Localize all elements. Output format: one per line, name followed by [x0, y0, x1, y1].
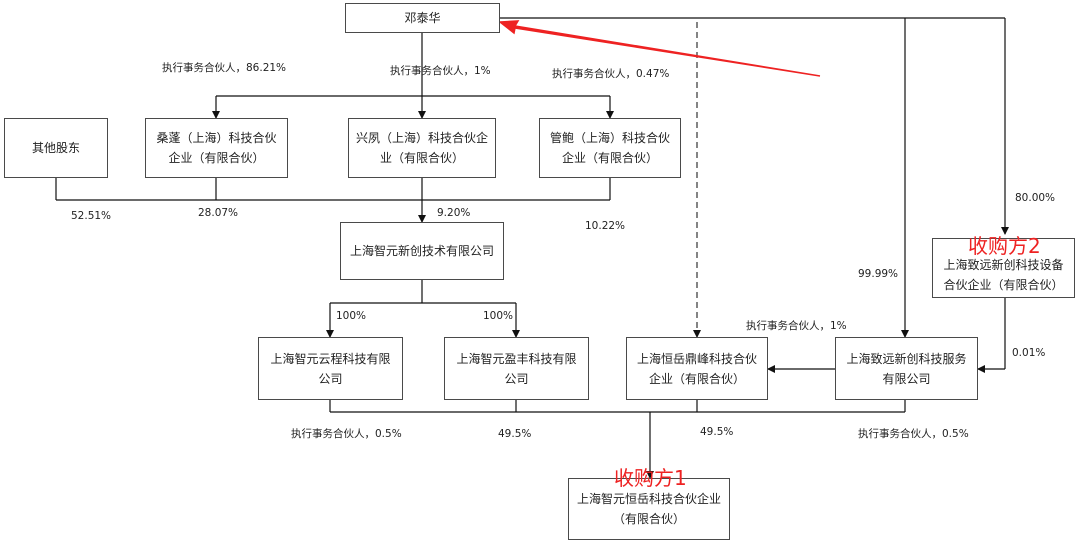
- node-zhiyuan-xinchuang-equipment: 上海致远新创科技设备合伙企业（有限合伙）: [932, 238, 1075, 298]
- node-zhiyuan-xinchuang: 上海智元新创技术有限公司: [340, 222, 504, 280]
- annotation-acquirer-1: 收购方1: [614, 466, 687, 490]
- label-gp-0-47: 执行事务合伙人，0.47%: [552, 68, 670, 80]
- label-99-99: 99.99%: [858, 268, 899, 280]
- node-xingfeng: 兴夙（上海）科技合伙企业（有限合伙）: [348, 118, 496, 178]
- label-gp-0-5-left: 执行事务合伙人，0.5%: [291, 428, 402, 440]
- node-target-zhiyuan-hengyue: 上海智元恒岳科技合伙企业（有限合伙）: [568, 478, 730, 540]
- label-28-07: 28.07%: [198, 207, 239, 219]
- label-0-01: 0.01%: [1012, 347, 1046, 359]
- red-arrow: [497, 20, 821, 77]
- node-other-shareholders: 其他股东: [4, 118, 108, 178]
- node-sangpeng: 桑蓬（上海）科技合伙企业（有限合伙）: [145, 118, 288, 178]
- label-10-22: 10.22%: [585, 220, 626, 232]
- node-zhiyuan-yingfeng: 上海智元盈丰科技有限公司: [444, 337, 589, 400]
- annotation-acquirer-2: 收购方2: [968, 234, 1041, 258]
- label-9-20: 9.20%: [437, 207, 471, 219]
- node-hengyue-dingfeng: 上海恒岳鼎峰科技合伙企业（有限合伙）: [626, 337, 768, 400]
- node-zhiyuan-yuncheng: 上海智元云程科技有限公司: [258, 337, 403, 400]
- label-80-00: 80.00%: [1015, 192, 1056, 204]
- label-100-b: 100%: [483, 310, 514, 322]
- label-gp-1-mid: 执行事务合伙人，1%: [746, 320, 847, 332]
- label-52-51: 52.51%: [71, 210, 112, 222]
- label-gp-1-top: 执行事务合伙人，1%: [390, 65, 491, 77]
- label-gp-86-21: 执行事务合伙人，86.21%: [162, 62, 287, 74]
- node-deng-taihua: 邓泰华: [345, 3, 500, 33]
- node-zhiyuan-xinchuang-service: 上海致远新创科技服务有限公司: [835, 337, 978, 400]
- label-gp-0-5-right: 执行事务合伙人，0.5%: [858, 428, 969, 440]
- label-49-5-b: 49.5%: [700, 426, 734, 438]
- node-guanbao: 管鲍（上海）科技合伙企业（有限合伙）: [539, 118, 681, 178]
- label-100-a: 100%: [336, 310, 367, 322]
- label-49-5-a: 49.5%: [498, 428, 532, 440]
